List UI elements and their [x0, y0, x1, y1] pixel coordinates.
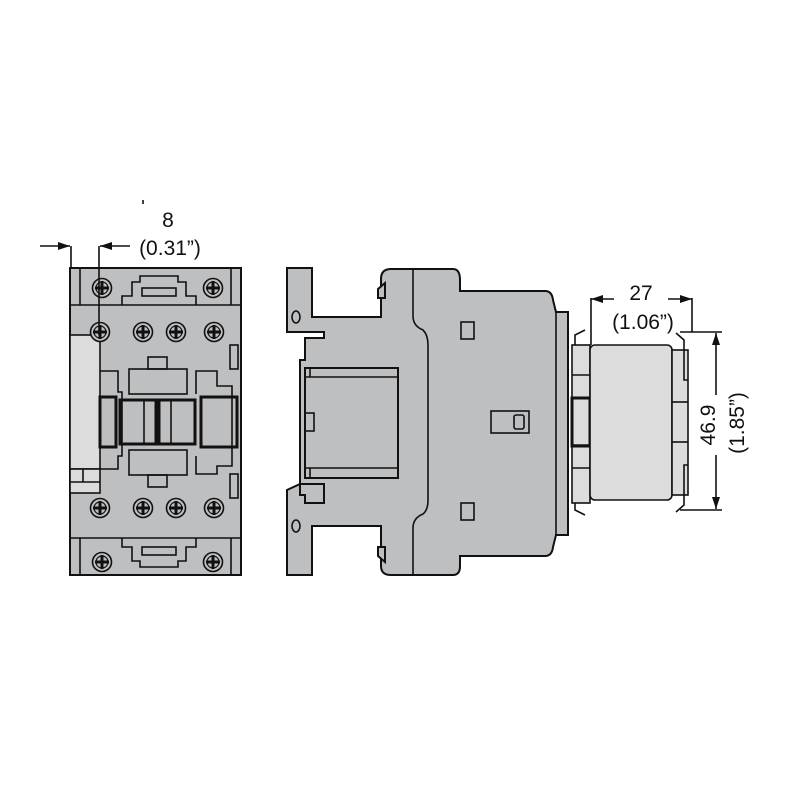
- coil-section: [304, 367, 399, 479]
- housing-seam: [412, 269, 429, 575]
- screw-icon: [132, 321, 154, 343]
- bottom-terminal-clamp: [121, 538, 197, 568]
- width-dimension: 27 (1.06”): [590, 282, 693, 345]
- screw-icon: [89, 321, 111, 343]
- screw-group: [89, 277, 225, 573]
- offset-dimension: 8 (0.31”): [40, 200, 201, 335]
- screw-icon: [132, 497, 154, 519]
- width-dimension-value: 27: [629, 282, 652, 305]
- screw-icon: [165, 321, 187, 343]
- window: [460, 502, 475, 521]
- screw-icon: [203, 321, 225, 343]
- window: [460, 321, 475, 340]
- label-slot: [490, 410, 530, 434]
- height-dimension: 46.9 (1.85”): [680, 331, 749, 511]
- top-terminal-clamp: [121, 275, 197, 305]
- screw-icon: [91, 277, 113, 299]
- contact-block: [199, 395, 239, 449]
- side-view: [286, 267, 569, 576]
- height-dimension-value: 46.9: [697, 405, 720, 446]
- screw-icon: [165, 497, 187, 519]
- contact-block: [157, 398, 197, 446]
- screw-icon: [89, 497, 111, 519]
- offset-dimension-value: 8: [162, 209, 174, 232]
- offset-dimension-inch: (0.31”): [139, 237, 201, 260]
- height-dimension-inch: (1.85”): [726, 392, 749, 454]
- screw-icon: [91, 551, 113, 573]
- screw-icon: [202, 277, 224, 299]
- screw-icon: [202, 551, 224, 573]
- aux-block-body: [589, 344, 673, 501]
- aux-contact-block: [570, 329, 689, 516]
- contact-block: [118, 398, 158, 446]
- front-view: [69, 267, 242, 576]
- screw-icon: [203, 497, 225, 519]
- contact-block: [98, 395, 118, 449]
- width-dimension-inch: (1.06”): [612, 311, 674, 334]
- aux-side-panel: [69, 334, 101, 470]
